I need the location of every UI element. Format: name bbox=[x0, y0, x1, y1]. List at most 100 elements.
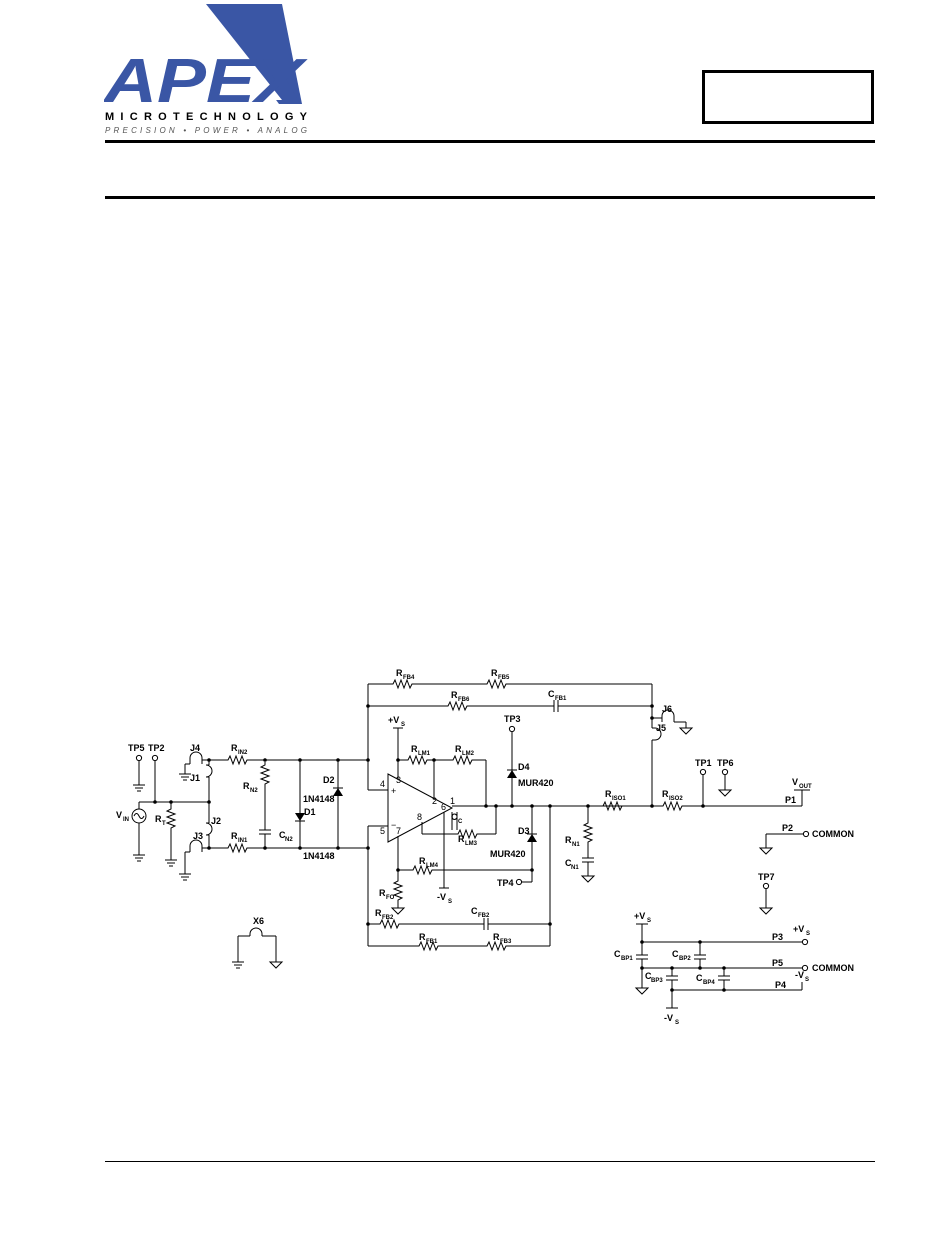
rfb2-label: R bbox=[375, 908, 382, 918]
tp5-ground bbox=[132, 784, 146, 792]
rin1-label: R bbox=[231, 831, 238, 841]
j6-label: J6 bbox=[662, 704, 672, 714]
output-section: TP3 D4 MUR420 D3 MUR420 TP4 R N1 C N1 R … bbox=[452, 684, 812, 888]
d1-label: D1 bbox=[304, 807, 316, 817]
vout-sub: OUT bbox=[799, 784, 812, 790]
pin4: 4 bbox=[380, 779, 385, 789]
rlm1-resistor bbox=[404, 755, 431, 765]
j2-label: J2 bbox=[211, 816, 221, 826]
pin1: 1 bbox=[450, 796, 455, 806]
d4-diode bbox=[507, 770, 517, 778]
logo-brand: APEX bbox=[104, 47, 308, 116]
riso1-sub: ISO1 bbox=[612, 796, 626, 802]
j1-jumper bbox=[205, 764, 213, 778]
rfb5-sub: FB5 bbox=[498, 675, 510, 681]
rfb6-label: R bbox=[451, 690, 458, 700]
rfb5-label: R bbox=[491, 668, 498, 678]
common-label-1: COMMON bbox=[812, 829, 854, 839]
j3-label: J3 bbox=[193, 831, 203, 841]
j3-jumper bbox=[189, 839, 203, 852]
d4-part: MUR420 bbox=[518, 778, 554, 788]
d3-label: D3 bbox=[518, 826, 530, 836]
header-rule bbox=[105, 140, 875, 143]
rfb4-sub: FB4 bbox=[403, 675, 415, 681]
footer-rule bbox=[105, 1161, 875, 1162]
cbp4-sub: BP4 bbox=[703, 980, 715, 986]
j1-label: J1 bbox=[190, 773, 200, 783]
p4-vs: -V bbox=[795, 970, 804, 980]
logo-swoosh bbox=[206, 4, 302, 104]
tp1-label: TP1 bbox=[695, 758, 712, 768]
rfb4-resistor bbox=[389, 679, 416, 689]
tp2-testpoint bbox=[151, 754, 159, 762]
logo-swoosh-cut bbox=[206, 4, 282, 100]
tp7-testpoint bbox=[762, 882, 770, 890]
p3-vs: +V bbox=[793, 924, 804, 934]
document-number-box bbox=[702, 70, 874, 124]
feedback-bottom: R FB2 C FB2 R FB1 R FB3 bbox=[366, 806, 552, 951]
cn1-label: C bbox=[565, 858, 572, 868]
d2-diode bbox=[333, 788, 343, 796]
rfb1-label: R bbox=[419, 932, 426, 942]
j4-jumper bbox=[189, 751, 203, 764]
rfb5-resistor bbox=[483, 679, 510, 689]
rlm4-sub: LM4 bbox=[426, 863, 439, 869]
rin2-label: R bbox=[231, 743, 238, 753]
tp3-testpoint bbox=[508, 725, 516, 733]
d2-label: D2 bbox=[323, 775, 335, 785]
rin2-resistor bbox=[224, 755, 251, 765]
rlm1-label: R bbox=[411, 744, 418, 754]
rfb1-sub: FB1 bbox=[426, 939, 438, 945]
p2-terminal bbox=[802, 830, 810, 838]
x6-label: X6 bbox=[253, 916, 264, 926]
title-rule bbox=[105, 196, 875, 199]
rlm2-label: R bbox=[455, 744, 462, 754]
bypass-vs-neg-sub: S bbox=[675, 1020, 679, 1026]
rin1-resistor bbox=[224, 843, 251, 853]
rlm1-sub: LM1 bbox=[418, 751, 431, 757]
rn2-label: R bbox=[243, 781, 250, 791]
rfb2-sub: FB2 bbox=[382, 915, 394, 921]
cfb2-sub: FB2 bbox=[478, 913, 490, 919]
opamp-vs-neg: -V bbox=[437, 892, 446, 902]
bypass-vs-neg: -V bbox=[664, 1013, 673, 1023]
rn1-label: R bbox=[565, 835, 572, 845]
rt-sub: T bbox=[162, 821, 166, 827]
j2-jumper bbox=[205, 822, 213, 836]
logo-name: MICROTECHNOLOGY bbox=[105, 111, 308, 123]
cn2-label: C bbox=[279, 830, 286, 840]
riso2-sub: ISO2 bbox=[669, 796, 683, 802]
rn2-sub: N2 bbox=[250, 788, 258, 794]
x6-jumper-group: X6 bbox=[231, 916, 283, 969]
cc-sub: C bbox=[458, 819, 463, 825]
bypass-section: +V S P3 +V S C BP1 C BP2 P5 COMMON bbox=[614, 911, 854, 1026]
apex-logo: APEX MICROTECHNOLOGY PRECISION • POWER •… bbox=[104, 4, 308, 135]
plus-sign: + bbox=[391, 786, 396, 796]
d4-label: D4 bbox=[518, 762, 530, 772]
p4-vs-sub: S bbox=[805, 977, 809, 983]
rn1-sub: N1 bbox=[572, 842, 580, 848]
cbp4-label: C bbox=[696, 973, 703, 983]
bypass-vs-pos: +V bbox=[634, 911, 645, 921]
pin5: 5 bbox=[380, 826, 385, 836]
input-section: TP5 TP2 V IN R T J4 J1 J2 bbox=[116, 743, 368, 881]
j5-jumper bbox=[652, 727, 662, 741]
j6-jumper bbox=[661, 709, 675, 722]
pin3: 3 bbox=[396, 775, 401, 785]
tp4-label: TP4 bbox=[497, 878, 514, 888]
rfo-sub: FO bbox=[386, 895, 395, 901]
tp2-label: TP2 bbox=[148, 743, 165, 753]
rn1-resistor bbox=[583, 819, 593, 846]
cbp2-sub: BP2 bbox=[679, 956, 691, 962]
opamp-vs-pos-sub: S bbox=[401, 722, 405, 728]
d1-diode bbox=[295, 813, 305, 821]
cfb1-label: C bbox=[548, 689, 555, 699]
common-connector: P2 COMMON TP7 bbox=[758, 823, 854, 915]
d3-diode bbox=[527, 834, 537, 842]
opamp-vs-neg-sub: S bbox=[448, 899, 452, 905]
d1-part: 1N4148 bbox=[303, 851, 335, 861]
rlm2-sub: LM2 bbox=[462, 751, 475, 757]
bypass-vs-pos-sub: S bbox=[647, 918, 651, 924]
opamp-vs-pos: +V bbox=[388, 715, 399, 725]
tp6-testpoint bbox=[721, 768, 729, 776]
